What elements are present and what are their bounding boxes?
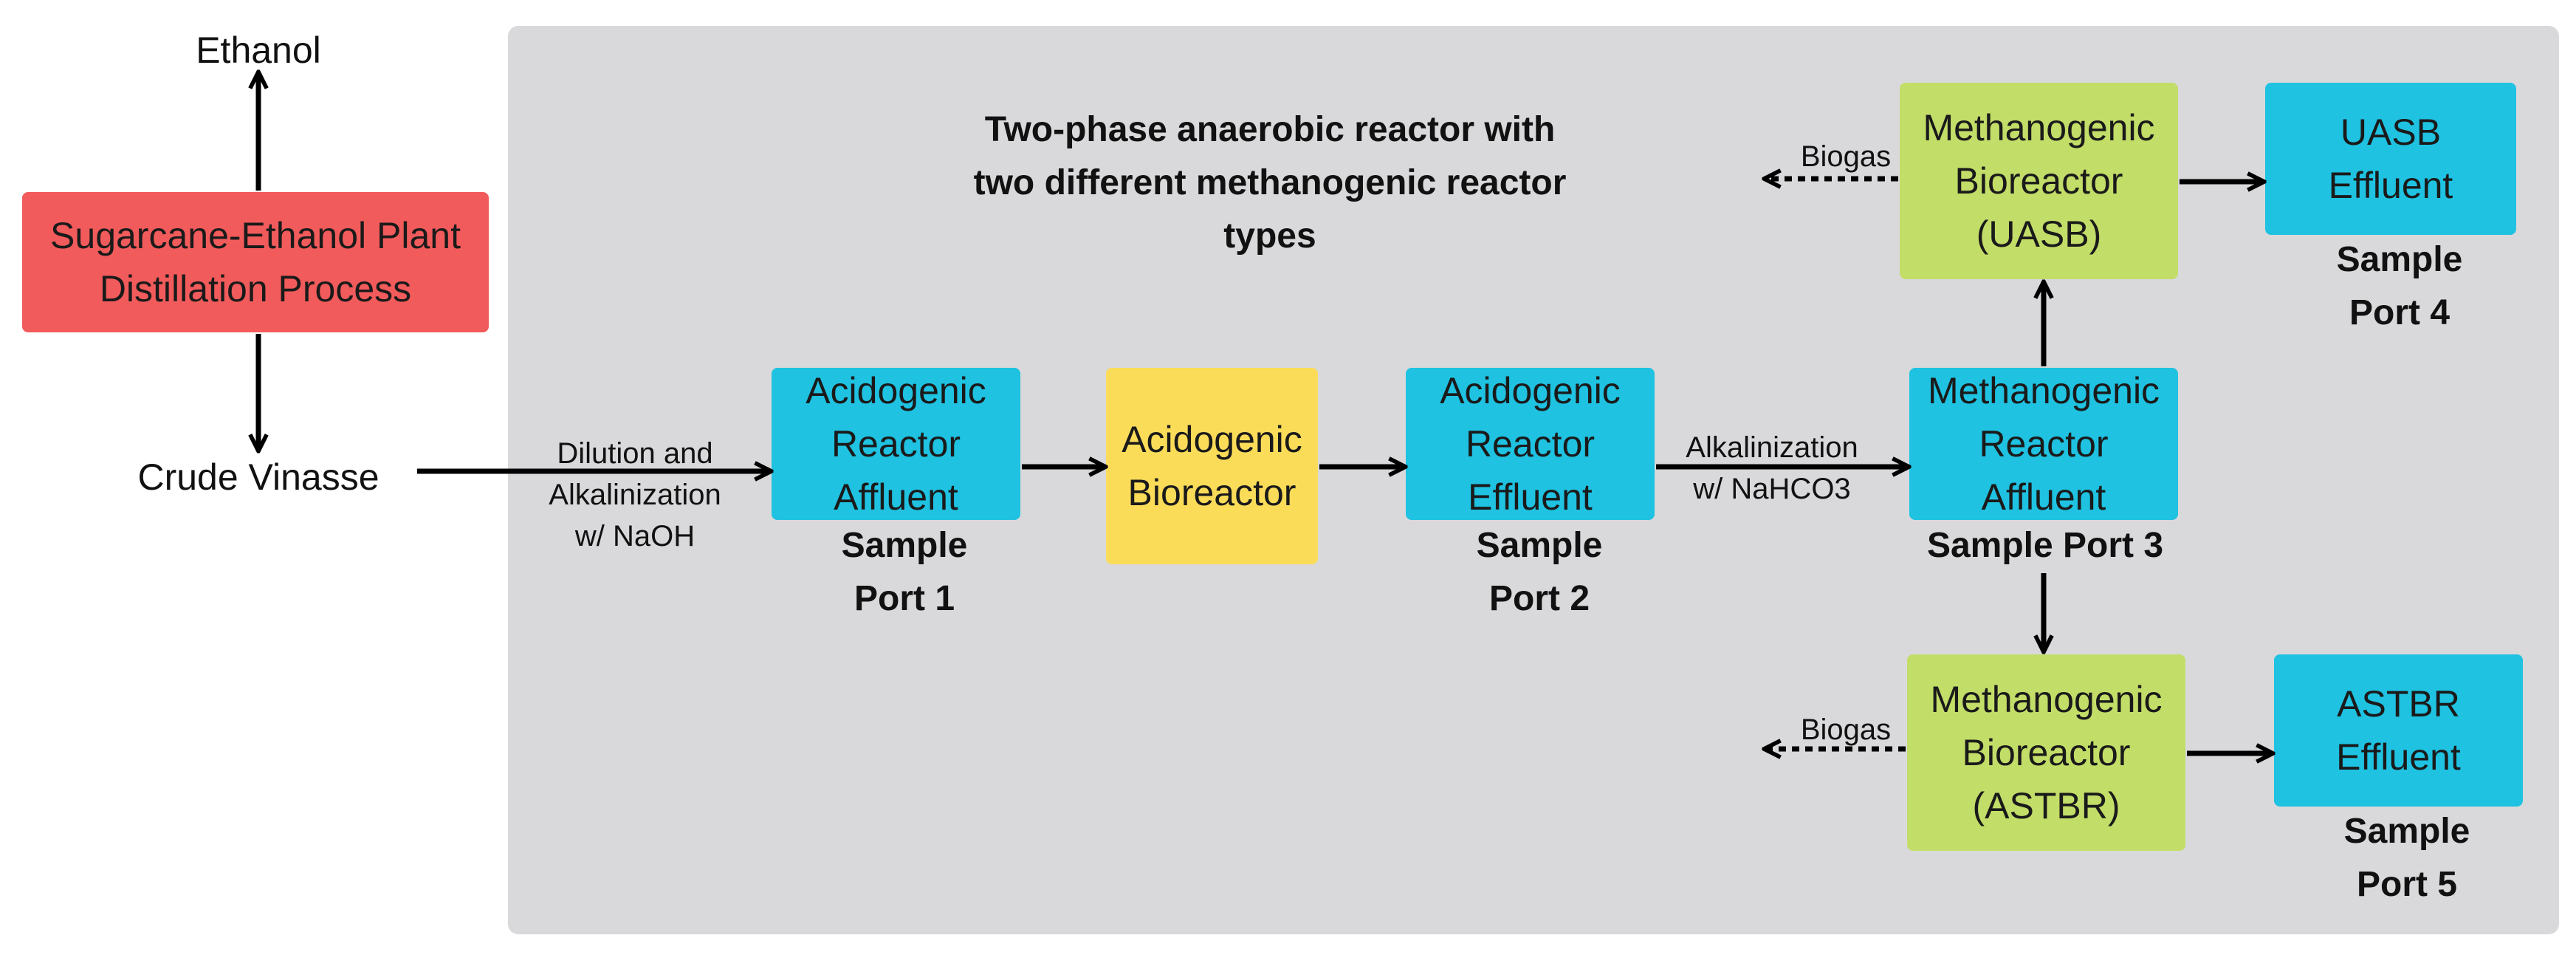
acidogenic-bioreactor-node: Acidogenic Bioreactor [1106, 368, 1318, 564]
sample-port-2-label: Sample Port 2 [1476, 526, 1603, 618]
acidogenic-reactor-effluent-node: Acidogenic Reactor Effluent [1406, 368, 1655, 520]
sample-port-1-label: Sample Port 1 [841, 526, 968, 618]
diagram-title: Two-phase anaerobic reactor with two dif… [973, 110, 1567, 256]
acidogenic-reactor-affluent-node: Acidogenic Reactor Affluent [772, 368, 1020, 520]
methanogenic-bioreactor-uasb-node: Methanogenic Bioreactor (UASB) [1900, 83, 2178, 279]
biogas-astbr-label: Biogas [1800, 713, 1892, 746]
biogas-uasb-label: Biogas [1800, 140, 1892, 173]
methanogenic-bioreactor-astbr-node: Methanogenic Bioreactor (ASTBR) [1907, 654, 2185, 851]
sample-port-4-label: Sample Port 4 [2336, 240, 2463, 332]
astbr-effluent-node: ASTBR Effluent [2274, 654, 2523, 807]
sugarcane-ethanol-plant-node: Sugarcane-Ethanol Plant Distillation Pro… [22, 192, 489, 332]
alkalinization-nahco3-label: Alkalinization w/ NaHCO3 [1686, 431, 1858, 505]
ethanol-label: Ethanol [196, 30, 321, 71]
sample-port-3-label: Sample Port 3 [1926, 526, 2164, 565]
crude-vinasse-label: Crude Vinasse [137, 456, 379, 498]
uasb-effluent-node: UASB Effluent [2265, 83, 2516, 235]
methanogenic-reactor-affluent-node: Methanogenic Reactor Affluent [1909, 368, 2178, 520]
sample-port-5-label: Sample Port 5 [2343, 812, 2470, 904]
dilution-alkalinization-label: Dilution and Alkalinization w/ NaOH [549, 437, 721, 552]
